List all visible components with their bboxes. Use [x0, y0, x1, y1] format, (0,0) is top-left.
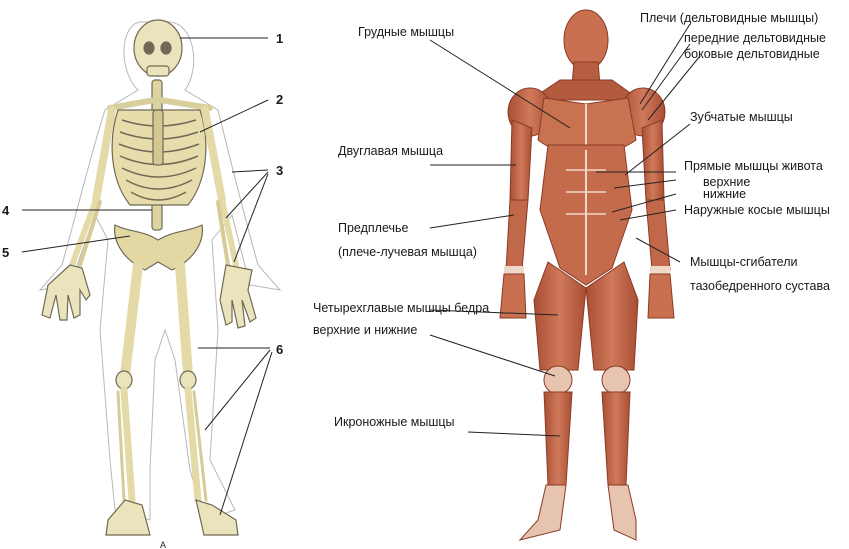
- label-front-delts: передние дельтовидные: [684, 31, 826, 45]
- label-abs-lower: нижние: [703, 187, 746, 201]
- right-foot: [196, 500, 238, 535]
- right-calf: [602, 392, 630, 485]
- right-forearm: [646, 200, 670, 270]
- skeleton-number-6: 6: [276, 342, 283, 357]
- skeleton-figure: [40, 20, 280, 535]
- label-forearm-sub: (плече-лучевая мышца): [338, 245, 477, 259]
- label-hip-flexors-sub: тазобедренного сустава: [690, 279, 830, 293]
- skeleton-sub-label: А: [160, 540, 166, 549]
- label-shoulders: Плечи (дельтовидные мышцы): [640, 11, 818, 25]
- left-foot: [106, 500, 150, 535]
- label-side-delts: боковые дельтовидные: [684, 47, 820, 61]
- label-biceps: Двуглавая мышца: [338, 144, 443, 158]
- muscle-figure: [500, 10, 674, 540]
- label-forearm: Предплечье: [338, 221, 409, 235]
- left-calf: [544, 392, 572, 485]
- pelvis: [115, 225, 203, 270]
- label-calves: Икроножные мышцы: [334, 415, 455, 429]
- right-upper-arm: [642, 120, 664, 200]
- label-quads: Четырехглавые мышцы бедра: [313, 301, 489, 315]
- label-quads-sub: верхние и нижние: [313, 323, 417, 337]
- skeleton-number-5: 5: [2, 245, 9, 260]
- left-hand: [42, 265, 90, 320]
- label-hip-flexors: Мышцы-сгибатели: [690, 255, 797, 269]
- label-serratus: Зубчатые мышцы: [690, 110, 793, 124]
- skeleton-number-4: 4: [2, 203, 10, 218]
- muscle-head: [564, 10, 608, 70]
- skeleton-number-1: 1: [276, 31, 283, 46]
- label-abs: Прямые мышцы живота: [684, 159, 823, 173]
- left-upper-arm: [510, 120, 532, 200]
- skeleton-number-3: 3: [276, 163, 283, 178]
- skeleton-number-2: 2: [276, 92, 283, 107]
- right-hand: [220, 265, 256, 328]
- left-forearm: [506, 200, 528, 270]
- label-obliques: Наружные косые мышцы: [684, 203, 830, 217]
- label-pectorals: Грудные мышцы: [358, 25, 454, 39]
